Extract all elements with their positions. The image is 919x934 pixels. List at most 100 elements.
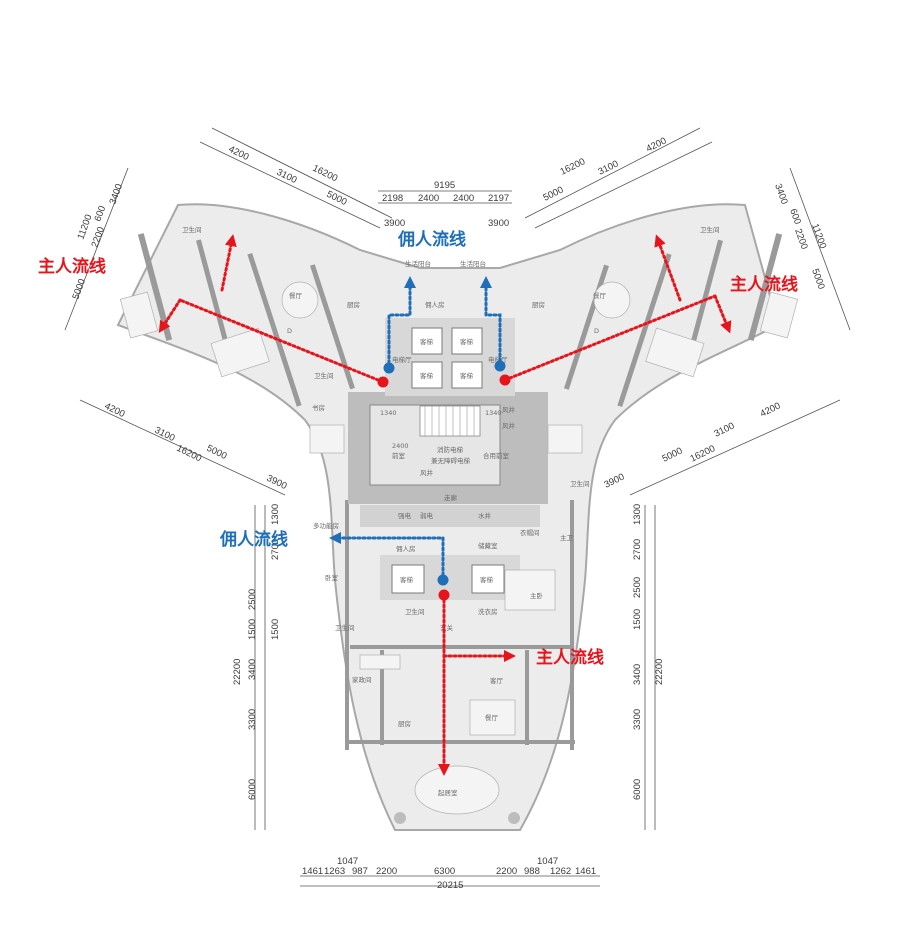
dim-bottom-part-4: 2200 — [376, 866, 397, 877]
room-bath-l2: 卫生间 — [314, 371, 334, 380]
dim-top-part-4: 2197 — [488, 193, 509, 204]
wall-right-2 — [684, 239, 723, 367]
dim-lv-1: 3400 — [107, 182, 125, 206]
dim-lr-1: 4200 — [758, 401, 782, 420]
dim-line-ul-1 — [211, 127, 393, 219]
dim-blv-8: 3300 — [247, 709, 258, 730]
dim-lv-2: 600 — [92, 204, 108, 223]
dim-brv-4: 1500 — [632, 609, 643, 630]
wall-bottom-right — [570, 500, 574, 750]
lift-bank-top — [385, 318, 515, 396]
dim-rv-3: 11200 — [809, 222, 828, 250]
room-mark-d-left: D — [287, 327, 292, 335]
room-lift-4: 客梯 — [460, 371, 474, 380]
room-kitchen-l: 厨房 — [347, 300, 360, 309]
room-main-bath: 主卫 — [560, 533, 574, 542]
room-entry: 玄关 — [440, 623, 454, 632]
wall-right-1 — [747, 233, 783, 341]
dim-blv-2: 2700 — [270, 539, 281, 560]
dim-lr-2: 3100 — [712, 421, 736, 440]
furniture — [119, 281, 799, 824]
room-dining-l: 餐厅 — [289, 291, 303, 300]
dim-blv-4: 1500 — [247, 619, 258, 640]
room-lift-6: 客梯 — [480, 575, 494, 584]
walls — [137, 233, 783, 750]
dim-blv-1: 1300 — [270, 504, 281, 525]
dim-top-3900-left: 3900 — [384, 218, 405, 229]
lounge-table — [414, 765, 500, 815]
room-labels: 卫生间 餐厅 厨房 D 卫生间 书房 餐厅 厨房 D 卫生间 生活阳台 生活阳台… — [182, 225, 720, 797]
room-laundry: 洗衣房 — [478, 607, 498, 616]
room-dining-c: 餐厅 — [485, 713, 499, 722]
room-fire-lift: 消防电梯 — [437, 445, 464, 454]
dim-line-ur-2 — [534, 141, 713, 229]
dim-blv-6: 22200 — [232, 659, 243, 685]
dim-ur-1: 16200 — [558, 156, 587, 177]
dim-bottom-part-1: 1461 — [302, 866, 323, 877]
label-master-top-right: 主人流线 — [730, 274, 798, 295]
dim-ll-3: 16200 — [175, 443, 204, 464]
column-1 — [394, 812, 406, 824]
wall-left-4 — [310, 264, 355, 390]
room-bedroom-l: 卧室 — [325, 573, 339, 582]
room-front: 前室 — [392, 451, 406, 460]
room-bath-r2: 卫生间 — [570, 479, 590, 488]
servant-start-right — [494, 360, 506, 372]
dim-ul-3: 16200 — [311, 163, 340, 184]
dim-line-ur-1 — [524, 127, 701, 219]
dim-top-3900-right: 3900 — [488, 218, 509, 229]
room-lift-3: 客梯 — [420, 371, 434, 380]
room-shared-front: 合用前室 — [483, 451, 510, 460]
servant-start-left — [383, 362, 395, 374]
master-flow-dots — [377, 374, 511, 601]
dim-line-right-v — [789, 167, 851, 331]
dining-table-left — [281, 281, 319, 319]
dimension-lines — [64, 127, 851, 887]
room-dim-1340: 1340 — [380, 409, 397, 417]
master-start-left — [377, 376, 389, 388]
master-path-left-main — [178, 298, 385, 384]
bed-right-mid — [547, 424, 583, 454]
label-servant-top: 佣人流线 — [397, 229, 466, 250]
servant-path-top-right — [480, 276, 502, 368]
room-dim-1340b: 1340 — [485, 409, 502, 417]
dim-brv-3: 2500 — [632, 577, 643, 598]
room-servant: 佣人房 — [425, 300, 445, 309]
dim-ul-4: 5000 — [325, 189, 349, 208]
room-lift-1: 客梯 — [420, 337, 434, 346]
dim-bottom-upper-2: 1047 — [537, 856, 558, 867]
dim-brv-1: 1300 — [632, 504, 643, 525]
dim-lr-5: 3900 — [602, 472, 626, 491]
wall-left-1 — [137, 233, 173, 341]
central-core — [348, 318, 548, 600]
bath-left — [119, 291, 159, 339]
dining-table-right — [593, 281, 631, 319]
servant-start-middle — [437, 574, 449, 586]
room-barrier-free: 兼无障碍电梯 — [431, 456, 471, 465]
dim-lv-5: 5000 — [70, 277, 88, 301]
master-path-right-down — [713, 294, 732, 334]
dim-line-ll — [79, 399, 286, 496]
dim-ur-4: 5000 — [541, 185, 565, 204]
dim-top-part-1: 2198 — [382, 193, 403, 204]
column-2 — [508, 812, 520, 824]
dim-blv-9: 6000 — [247, 779, 258, 800]
dim-blv-3: 2500 — [247, 589, 258, 610]
lift-3 — [411, 361, 443, 389]
dining-table-center — [469, 699, 516, 736]
master-start-bottom — [438, 589, 450, 601]
bath-right — [759, 291, 799, 339]
lift-5 — [391, 564, 425, 594]
room-lobby-l: 电梯厅 — [392, 355, 412, 364]
label-master-top-left: 主人流线 — [38, 256, 106, 277]
lift-2 — [451, 327, 483, 355]
dim-brv-5: 3400 — [632, 664, 643, 685]
room-balcony-r: 生活阳台 — [460, 259, 486, 268]
dim-bottom-part-8: 1262 — [550, 866, 571, 877]
dim-rv-4: 2200 — [792, 227, 810, 251]
dim-lr-3: 5000 — [660, 446, 684, 465]
dim-rv-5: 5000 — [809, 267, 827, 291]
lift-1 — [411, 327, 443, 355]
dim-brv-6: 22200 — [654, 659, 665, 685]
dim-bottom-part-7: 988 — [524, 866, 540, 877]
